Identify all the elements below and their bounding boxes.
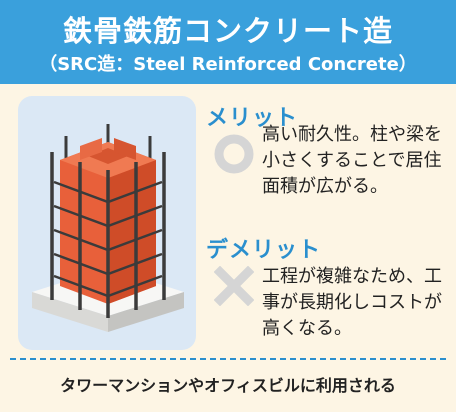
page-title: 鉄骨鉄筋コンクリート造 <box>62 14 393 48</box>
steel-core-left <box>80 138 102 160</box>
merit-text: 高い耐久性。柱や梁を小さくすることで居住面積が広がる。 <box>262 124 442 197</box>
base-left-side <box>32 292 108 332</box>
demerit-heading: デメリット <box>206 238 322 263</box>
illustration-panel <box>18 96 196 350</box>
circle-icon <box>214 134 254 174</box>
column-right-face <box>108 160 156 304</box>
demerit-text: 工程が複雑なため、工事が長期化しコストが高くなる。 <box>262 266 442 339</box>
steel-core-right <box>114 138 136 160</box>
header-banner: 鉄骨鉄筋コンクリート造 （SRC造：Steel Reinforced Concr… <box>0 0 456 84</box>
src-column-illustration-icon <box>32 124 184 332</box>
rebar-front-group <box>50 152 166 318</box>
dashed-divider <box>10 358 446 360</box>
base-right-side <box>108 292 184 332</box>
merit-heading: メリット <box>206 106 299 131</box>
cross-icon <box>214 266 254 306</box>
page-subtitle: （SRC造：Steel Reinforced Concrete） <box>39 54 417 75</box>
footer-note: タワーマンションやオフィスビルに利用される <box>60 376 396 395</box>
